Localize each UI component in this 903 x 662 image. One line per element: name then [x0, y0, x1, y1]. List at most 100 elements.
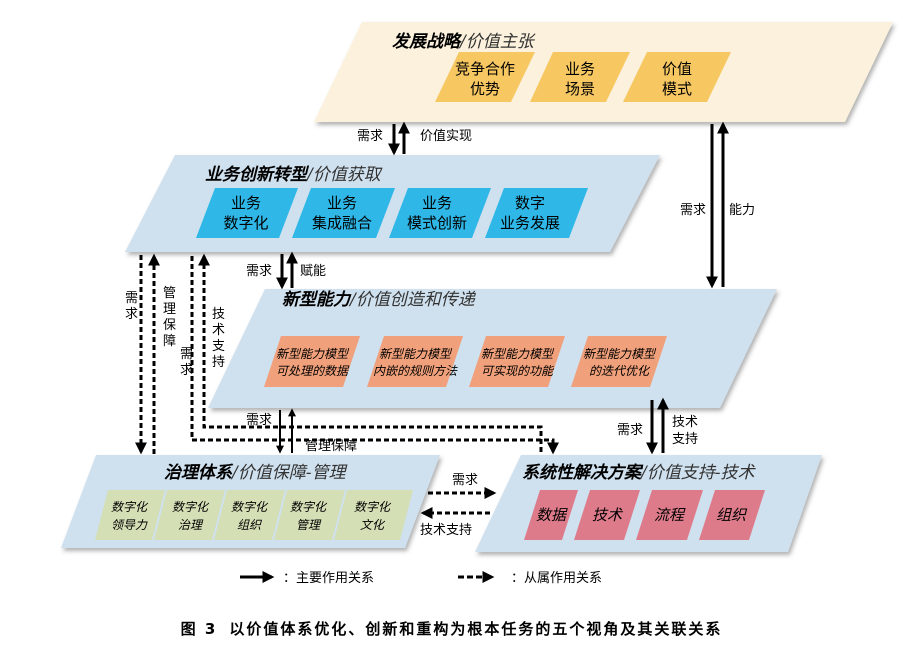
- solution-box-label: 组织: [716, 506, 748, 524]
- label-strategy-business-down: 需求: [357, 129, 383, 144]
- label-business-solution-down: 需求: [180, 347, 193, 378]
- capability-box-line2: 可实现的功能: [481, 364, 555, 378]
- business-layer: 业务创新转型/价值获取 业务 数字化 业务 集成融合 业务 模式创新 数字 业务…: [125, 155, 660, 252]
- label-business-capability-up: 赋能: [300, 264, 326, 279]
- business-box-line2: 模式创新: [407, 214, 467, 232]
- governance-box-line2: 领导力: [111, 518, 148, 532]
- label-solution-governance-left: 技术支持: [420, 523, 472, 538]
- arrow-labels: 需求 价值实现 需求 能力 需求 赋能 需求 管理保障 需求 技术 支持 需求 …: [125, 128, 755, 538]
- dashed-arrows: [135, 253, 559, 519]
- strategy-title-bold: 发展战略: [392, 32, 463, 52]
- figure-caption-text: 以价值体系优化、创新和重构为根本任务的五个视角及其关联关系: [229, 620, 723, 638]
- solution-box: 技术: [574, 490, 640, 540]
- governance-box-line1: 数字化: [172, 500, 210, 514]
- capability-title-thin: /价值创造和传递: [348, 290, 477, 310]
- solution-title-bold: 系统性解决方案: [522, 463, 644, 483]
- figure-number: 图 3: [180, 620, 218, 638]
- label-capability-solution-up-1: 技术: [672, 415, 698, 430]
- strategy-box: 价值 模式: [623, 52, 731, 102]
- business-box: 业务 集成融合: [292, 188, 395, 238]
- capability-layer: 新型能力/价值创造和传递 新型能力模型 可处理的数据 新型能力模型 内嵌的规则方…: [208, 289, 777, 408]
- solution-box-label: 数据: [536, 506, 568, 524]
- business-box: 业务 数字化: [196, 188, 298, 238]
- solid-arrows: [276, 121, 729, 455]
- solution-box: 组织: [699, 490, 765, 540]
- capability-box-line1: 新型能力模型: [481, 347, 555, 361]
- governance-box-line1: 数字化: [290, 500, 328, 514]
- capability-box: 新型能力模型 的迭代优化: [571, 336, 667, 387]
- solution-box-label: 技术: [592, 506, 624, 524]
- strategy-box-line1: 业务: [565, 60, 595, 78]
- governance-title-bold: 治理体系: [164, 463, 234, 483]
- svg-text:治理体系/价值保障-管理: 治理体系/价值保障-管理: [164, 463, 347, 483]
- business-box-line1: 业务: [327, 194, 357, 212]
- solution-box: 数据: [524, 490, 578, 540]
- label-strategy-capability-down: 需求: [680, 203, 706, 218]
- label-business-solution-up: 技术支持: [212, 307, 225, 370]
- label-capability-solution-down: 需求: [617, 423, 643, 438]
- label-strategy-business-up: 价值实现: [420, 128, 472, 144]
- capability-box-line2: 的迭代优化: [589, 364, 651, 378]
- business-box: 数字 业务发展: [485, 188, 588, 238]
- governance-layer: 治理体系/价值保障-管理 数字化 领导力 数字化 治理 数字化 组织 数字化 管…: [61, 455, 440, 548]
- label-strategy-capability-up: 能力: [729, 203, 755, 218]
- governance-box: 数字化 管理: [274, 490, 345, 540]
- capability-box: 新型能力模型 可处理的数据: [264, 336, 360, 387]
- business-box-line2: 业务发展: [500, 214, 560, 232]
- business-box-line2: 数字化: [223, 214, 268, 232]
- strategy-layer: 发展战略/价值主张 竞争合作 优势 业务 场景 价值 模式: [314, 22, 893, 122]
- label-governance-solution-right: 需求: [452, 473, 478, 488]
- governance-box: 数字化 领导力: [95, 490, 165, 540]
- governance-box: 数字化 治理: [154, 490, 225, 540]
- solution-layer: 系统性解决方案/价值支持-技术 数据 技术 流程 组织: [475, 455, 822, 552]
- capability-box-line1: 新型能力模型: [583, 347, 657, 361]
- strategy-title-thin: /价值主张: [458, 32, 536, 52]
- solution-title-thin: /价值支持-技术: [639, 463, 756, 483]
- svg-text:系统性解决方案/价值支持-技术: 系统性解决方案/价值支持-技术: [522, 463, 756, 483]
- solution-box: 流程: [636, 490, 703, 540]
- label-business-governance-down: 需求: [125, 291, 138, 322]
- label-business-governance-up: 管理保障: [163, 286, 176, 349]
- strategy-box-line2: 模式: [662, 80, 692, 98]
- legend: ：主要作用关系 ：从属作用关系: [240, 571, 602, 586]
- governance-box-line2: 文化: [360, 518, 386, 532]
- solution-box-label: 流程: [654, 506, 686, 524]
- capability-box: 新型能力模型 可实现的功能: [469, 336, 565, 387]
- strategy-box-line1: 竞争合作: [455, 60, 515, 78]
- legend-secondary-label: ：从属作用关系: [511, 571, 602, 586]
- business-box-line2: 集成融合: [312, 214, 372, 232]
- svg-text:发展战略/价值主张: 发展战略/价值主张: [392, 32, 536, 52]
- strategy-box-line2: 场景: [565, 80, 595, 98]
- governance-box-line1: 数字化: [111, 500, 149, 514]
- svg-text:业务创新转型/价值获取: 业务创新转型/价值获取: [205, 165, 383, 185]
- label-capability-governance-up: 管理保障: [305, 439, 357, 454]
- business-title-thin: /价值获取: [305, 165, 383, 185]
- business-box-line1: 业务: [422, 194, 452, 212]
- business-title-bold: 业务创新转型: [205, 165, 310, 185]
- capability-title-bold: 新型能力: [282, 290, 352, 310]
- business-box-line1: 业务: [231, 194, 261, 212]
- figure-caption: 图 3 以价值体系优化、创新和重构为根本任务的五个视角及其关联关系: [0, 618, 903, 639]
- capability-box: 新型能力模型 内嵌的规则方法: [367, 336, 463, 387]
- legend-primary-label: ：主要作用关系: [283, 571, 374, 586]
- strategy-box-line1: 价值: [662, 60, 692, 78]
- governance-box-line2: 治理: [178, 518, 204, 532]
- governance-title-thin: /价值保障-管理: [230, 463, 347, 483]
- strategy-box-line2: 优势: [470, 80, 500, 98]
- capability-box-line1: 新型能力模型: [379, 347, 453, 361]
- governance-box-line2: 管理: [296, 518, 322, 532]
- label-capability-solution-up-2: 支持: [672, 432, 698, 447]
- strategy-box: 业务 场景: [530, 52, 630, 102]
- label-business-capability-down: 需求: [246, 264, 272, 279]
- governance-box-line2: 组织: [237, 518, 263, 532]
- capability-box-line1: 新型能力模型: [276, 347, 350, 361]
- svg-text:新型能力/价值创造和传递: 新型能力/价值创造和传递: [282, 290, 477, 310]
- capability-box-line2: 内嵌的规则方法: [373, 364, 458, 378]
- business-box-line1: 数字: [515, 194, 545, 212]
- label-capability-governance-down: 需求: [246, 413, 272, 428]
- business-box: 业务 模式创新: [389, 188, 491, 238]
- strategy-box: 竞争合作 优势: [435, 52, 535, 102]
- governance-box-line1: 数字化: [231, 500, 269, 514]
- governance-box: 数字化 组织: [214, 490, 285, 540]
